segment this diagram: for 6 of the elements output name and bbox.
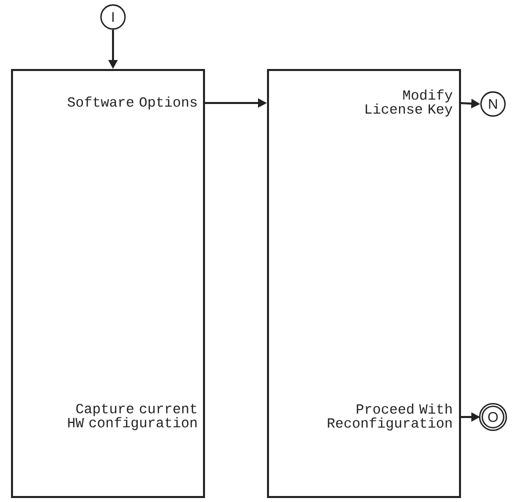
process-box xyxy=(267,69,461,498)
port-label: Proceed With Reconfiguration xyxy=(328,403,452,431)
process-box xyxy=(11,69,205,498)
port-label: Modify License Key xyxy=(366,89,452,117)
port-label: Capture current HW configuration xyxy=(68,404,197,430)
port-label: Software Options xyxy=(68,96,197,110)
